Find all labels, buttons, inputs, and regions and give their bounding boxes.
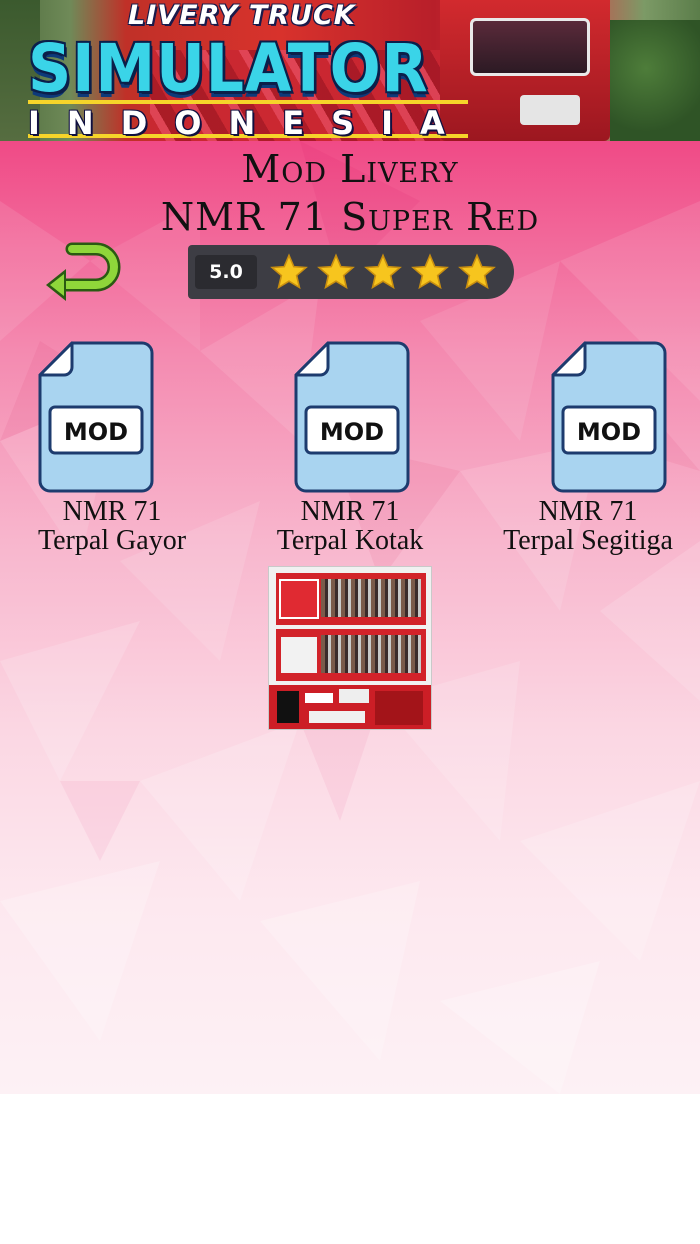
app-banner: LIVERY TRUCK SIMULATOR INDONESIA (0, 0, 700, 141)
livery-parts (269, 685, 431, 729)
mod-file-icon: MOD (551, 341, 667, 493)
rating-bar: 5.0 (188, 245, 514, 299)
mod-label: NMR 71 Terpal Kotak (230, 497, 470, 555)
faceted-background (0, 141, 700, 1094)
livery-preview-image[interactable] (268, 566, 432, 730)
page-title: Mod Livery NMR 71 Super Red (0, 145, 700, 241)
mod-file-icon: MOD (38, 341, 154, 493)
mod-item-terpal-gayor[interactable]: MOD NMR 71 Terpal Gayor (0, 341, 232, 561)
banner-trees-left (0, 0, 40, 141)
logo-indonesia: INDONESIA (28, 104, 472, 141)
star-icon (458, 253, 496, 290)
mod-label-line-2: Terpal Kotak (276, 525, 424, 556)
back-button[interactable] (42, 239, 124, 301)
footer-blank-area (0, 1094, 700, 1244)
mod-label: NMR 71 Terpal Segitiga (468, 497, 700, 555)
back-arrow-icon (46, 242, 121, 301)
logo-livery-truck: LIVERY TRUCK (128, 0, 356, 31)
livery-cargo (321, 635, 421, 673)
mod-badge: MOD (577, 418, 641, 446)
banner-truck-windshield (470, 18, 590, 76)
banner-trees-right (610, 20, 700, 141)
mod-label-line-2: Terpal Gayor (37, 525, 187, 556)
mod-label: NMR 71 Terpal Gayor (0, 497, 232, 555)
page-title-line-2: NMR 71 Super Red (160, 195, 540, 239)
livery-cab (279, 579, 319, 619)
mod-badge: MOD (320, 418, 384, 446)
mod-label-line-1: NMR 71 (300, 496, 400, 527)
star-icon (364, 253, 402, 290)
logo-stripe (28, 100, 468, 104)
page-title-line-1: Mod Livery (241, 147, 459, 191)
star-icon (270, 253, 308, 290)
main-content: Mod Livery NMR 71 Super Red 5.0 MOD NMR … (0, 141, 700, 1094)
mod-badge: MOD (64, 418, 128, 446)
mod-label-line-1: NMR 71 (62, 496, 162, 527)
banner-truck-grille (520, 95, 580, 125)
livery-cargo (321, 579, 421, 617)
banner-truck-livery (150, 50, 440, 141)
star-icon (317, 253, 355, 290)
logo-simulator: SIMULATOR (28, 30, 429, 107)
mod-item-terpal-segitiga[interactable]: MOD NMR 71 Terpal Segitiga (468, 341, 700, 561)
mod-file-icon: MOD (294, 341, 410, 493)
livery-cab (279, 635, 319, 675)
mod-label-line-2: Terpal Segitiga (503, 525, 673, 556)
logo-stripe (28, 134, 468, 138)
star-icon (411, 253, 449, 290)
mod-item-terpal-kotak[interactable]: MOD NMR 71 Terpal Kotak (230, 341, 470, 561)
rating-value: 5.0 (195, 255, 257, 289)
mod-label-line-1: NMR 71 (538, 496, 638, 527)
